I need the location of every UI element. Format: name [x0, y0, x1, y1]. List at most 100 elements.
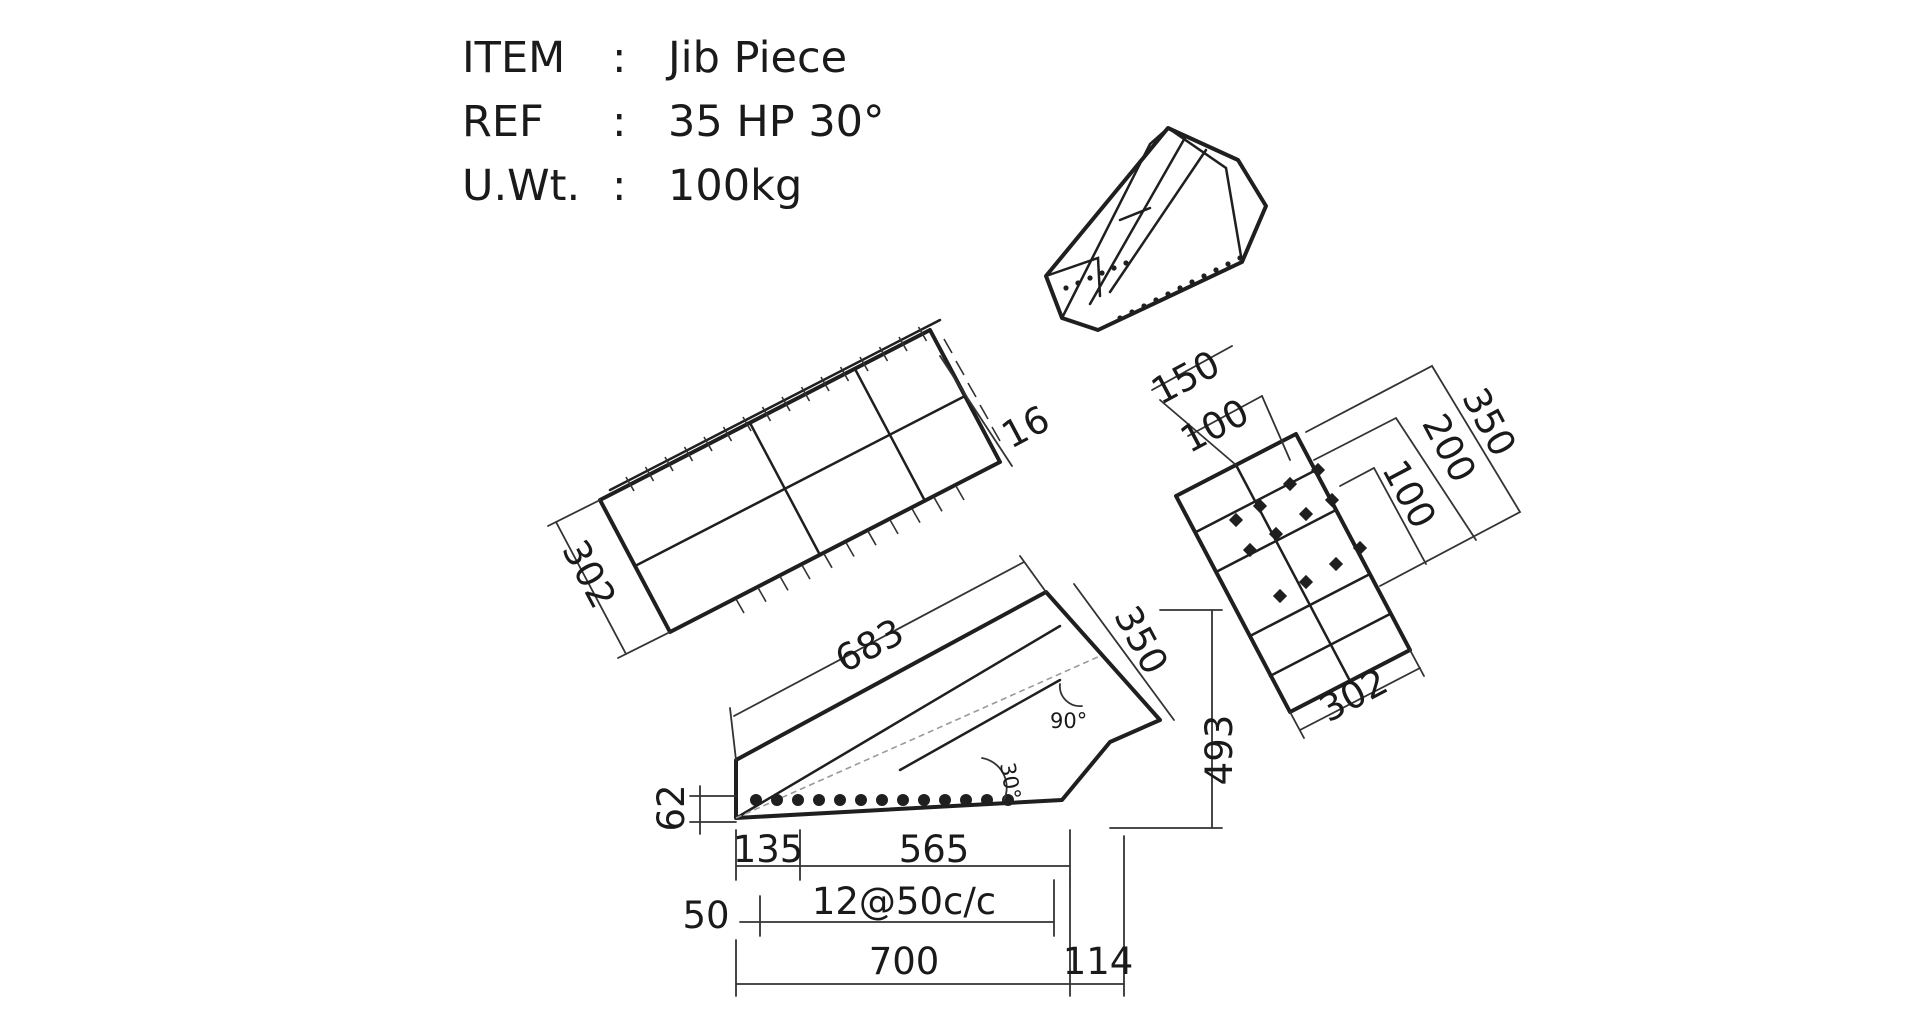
iso-hole [1099, 270, 1105, 276]
iso-hole [1213, 267, 1219, 273]
side-outline [734, 590, 1162, 820]
side-reference-line [735, 655, 1101, 819]
arc-30 [981, 757, 1008, 801]
isometric-view [1044, 126, 1268, 332]
side-bolt [750, 794, 762, 806]
dim-line-16 [939, 355, 1013, 467]
dim-line-150 [1151, 345, 1233, 391]
side-bolt [960, 794, 972, 806]
dim-side-493: 493 [1198, 715, 1241, 786]
weld-tick [979, 404, 989, 420]
dim-line-350-side [1073, 583, 1175, 721]
end-plate-divider-3 [1194, 468, 1318, 534]
iso-hole [1165, 291, 1171, 297]
dim-angle-30: 30° [995, 761, 1025, 802]
weld-tick [943, 338, 953, 354]
weld-tick [703, 436, 713, 452]
side-stiffener [898, 678, 1062, 772]
weld-tick [625, 476, 635, 492]
iso-hole [1129, 309, 1135, 315]
item-separator: : [612, 33, 627, 83]
dim-angle-90: 90° [1050, 709, 1087, 733]
dim-line-62 [689, 785, 737, 835]
dim-line-302 [555, 521, 627, 655]
weld-tick [683, 446, 694, 462]
iso-hole [1177, 285, 1183, 291]
weld-tick [823, 553, 833, 569]
side-elevation-view: 683 350 90° 30° 493 62 135 565 50 12@50c… [650, 555, 1241, 997]
end-plate-bolt [1228, 512, 1244, 528]
end-plate-bolt [1268, 526, 1284, 542]
dim-side-50: 50 [682, 894, 729, 937]
weld-tick [820, 376, 830, 392]
dim-line-683 [733, 561, 1025, 717]
dim-top-plate-width: 302 [553, 533, 624, 616]
ref-separator: : [612, 97, 627, 147]
weld-tick [761, 406, 772, 422]
end-plate-bolt [1252, 498, 1268, 514]
top-plate-divider-2 [853, 367, 927, 503]
ref-value: 35 HP 30° [668, 97, 885, 147]
end-plate-bolt [1324, 492, 1340, 508]
top-plate-weld-ticks [625, 326, 1001, 614]
side-bolt [813, 794, 825, 806]
dim-line-100b [1339, 466, 1427, 565]
weld-tick [839, 366, 850, 382]
ref-label: REF [462, 97, 544, 147]
dim-side-62: 62 [650, 784, 693, 831]
end-plate-bolt [1272, 588, 1288, 604]
dim-side-700: 700 [869, 940, 940, 983]
dim-line-493 [1109, 609, 1223, 829]
end-plate-bolt [1298, 506, 1314, 522]
top-plate-view: 302 16 [547, 318, 1057, 659]
weld-tick [735, 598, 745, 614]
weld-tick [859, 356, 869, 372]
weld-tick [644, 466, 655, 482]
end-plate-divider-2 [1248, 572, 1372, 638]
dim-ext-302 [547, 499, 671, 659]
side-bolt [939, 794, 951, 806]
iso-rib-1 [1088, 134, 1188, 306]
weld-tick [781, 396, 791, 412]
weld-tick [889, 519, 899, 535]
end-plate-bolt [1310, 462, 1326, 478]
dim-line-135-565 [735, 829, 1071, 881]
dim-line-200 [1313, 416, 1477, 541]
dim-side-565: 565 [899, 828, 970, 871]
iso-edge-right [1166, 126, 1244, 264]
iso-hole [1111, 265, 1117, 271]
iso-hole [1189, 279, 1195, 285]
dim-ext-100a [1261, 395, 1291, 461]
iso-hole [1087, 275, 1093, 281]
weld-tick [911, 508, 921, 523]
weld-tick [955, 360, 965, 376]
iso-hole [1237, 255, 1243, 261]
weld-tick [991, 426, 1001, 442]
side-bolt [876, 794, 888, 806]
iso-hole [1225, 261, 1231, 267]
item-label: ITEM [462, 33, 565, 83]
weld-tick [917, 326, 928, 342]
end-plate-bolt [1352, 540, 1368, 556]
iso-hole [1123, 260, 1129, 266]
side-bolt-row [750, 794, 1014, 806]
item-value: Jib Piece [665, 33, 847, 83]
weld-tick [898, 336, 908, 352]
dim-line-700-114 [735, 835, 1125, 997]
iso-edge-left [1060, 126, 1170, 320]
weld-tick [845, 542, 855, 557]
dim-ext-150 [1159, 399, 1237, 466]
end-plate-bolts [1228, 462, 1368, 604]
weld-tick [779, 576, 789, 591]
weld-tick [742, 416, 752, 432]
top-plate-flange-line [608, 318, 942, 492]
end-plate-bolt [1328, 556, 1344, 572]
side-bolt [792, 794, 804, 806]
iso-hole [1201, 273, 1207, 279]
dim-side-114: 114 [1063, 940, 1134, 983]
top-plate-centerline [633, 394, 967, 568]
iso-hole [1117, 315, 1123, 321]
weld-tick [664, 456, 674, 472]
unit-weight-value: 100kg [668, 161, 802, 211]
